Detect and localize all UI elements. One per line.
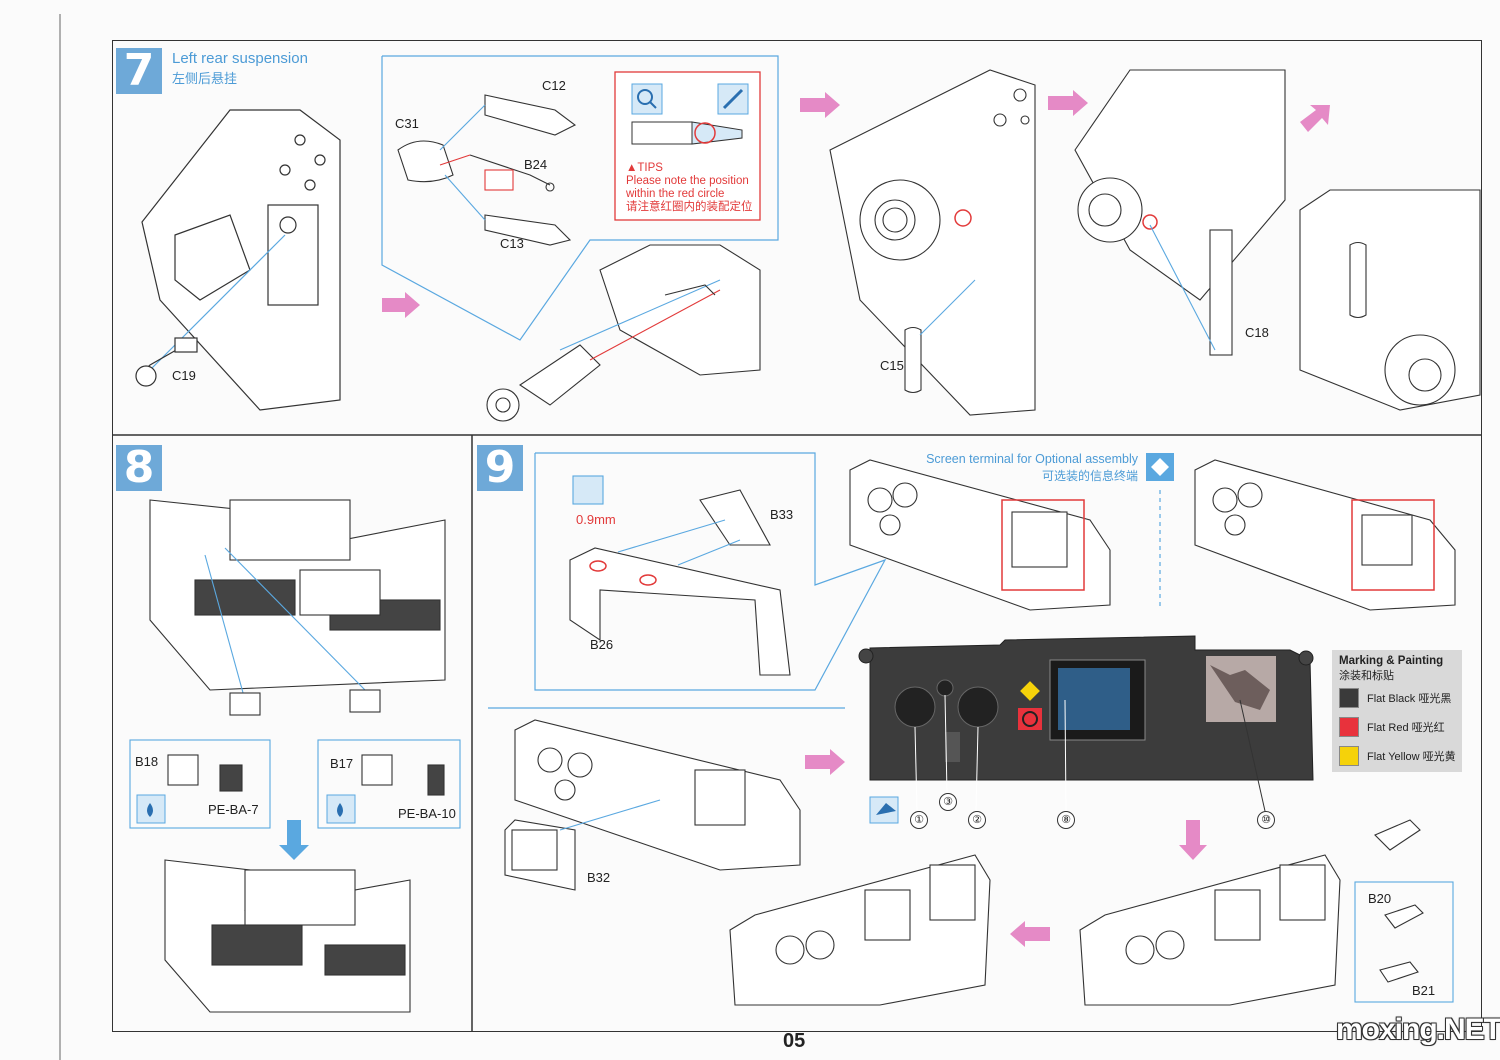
callout-marker: ① xyxy=(910,811,928,829)
part-label: B32 xyxy=(587,870,611,885)
legend-row-black: Flat Black 哑光黑 xyxy=(1339,688,1451,708)
step8-drawings xyxy=(129,499,461,1013)
part-label: B17 xyxy=(330,756,354,771)
optional-title-en: Screen terminal for Optional assembly xyxy=(926,452,1138,466)
part-label: C12 xyxy=(542,78,566,93)
part-label: B24 xyxy=(524,157,548,172)
color-swatch xyxy=(1339,688,1359,708)
legend-label: Flat Yellow 哑光黄 xyxy=(1367,751,1456,763)
glue-icon xyxy=(136,794,356,824)
tips-line: within the red circle xyxy=(626,188,725,200)
marking-legend: Marking & Painting 涂装和标贴 Flat Black 哑光黑 … xyxy=(1332,650,1462,772)
part-label: B21 xyxy=(1412,983,1436,998)
color-swatch xyxy=(1339,717,1359,737)
part-label: C18 xyxy=(1245,325,1269,340)
part-label: C31 xyxy=(395,116,419,131)
part-label: C19 xyxy=(172,368,196,383)
step9-parts xyxy=(504,459,1456,1006)
tips-line: Please note the position xyxy=(626,175,749,187)
legend-title-cn: 涂装和标贴 xyxy=(1339,670,1394,682)
step-9-number: 9 xyxy=(477,445,523,491)
step7-suspension-views xyxy=(829,69,1481,416)
part-label: B18 xyxy=(135,754,159,769)
callout-marker: ⑩ xyxy=(1257,811,1275,829)
part-label: B20 xyxy=(1368,891,1392,906)
painted-dashboard xyxy=(858,635,1314,812)
tips-line: 请注意红圈内的装配定位 xyxy=(626,201,753,213)
step-7-title-cn: 左侧后悬挂 xyxy=(172,71,238,86)
drill-size: 0.9mm xyxy=(576,512,616,527)
optional-icon xyxy=(1146,453,1174,481)
callout-marker: ② xyxy=(968,811,986,829)
page-number: 05 xyxy=(783,1030,806,1052)
part-label: C15 xyxy=(880,358,904,373)
legend-label: Flat Red 哑光红 xyxy=(1367,722,1445,734)
step7-chassis xyxy=(135,109,341,411)
magnifier-icon xyxy=(631,83,663,115)
brush-icon xyxy=(717,83,749,115)
part-label: PE-BA-10 xyxy=(398,806,456,821)
step7-subassembly-box xyxy=(381,55,779,341)
color-swatch xyxy=(1339,746,1359,766)
tips-heading: ▲TIPS xyxy=(626,162,663,174)
callout-marker: ③ xyxy=(939,793,957,811)
tips-detail xyxy=(631,121,743,145)
part-label: B26 xyxy=(590,637,614,652)
step9-callout-box xyxy=(488,452,1161,709)
step-8-number: 8 xyxy=(116,445,162,491)
step-7-title-en: Left rear suspension xyxy=(172,50,308,67)
callout-marker: ⑧ xyxy=(1057,811,1075,829)
decal-icon xyxy=(869,796,899,824)
part-label: C13 xyxy=(500,236,524,251)
page-frame xyxy=(112,40,1482,1032)
legend-row-red: Flat Red 哑光红 xyxy=(1339,717,1445,737)
legend-title-en: Marking & Painting xyxy=(1339,655,1444,667)
legend-row-yellow: Flat Yellow 哑光黄 xyxy=(1339,746,1456,766)
step-7-number: 7 xyxy=(116,48,162,94)
step-arrows xyxy=(382,90,1330,947)
optional-title-cn: 可选装的信息终端 xyxy=(1041,469,1138,483)
legend-label: Flat Black 哑光黑 xyxy=(1367,693,1452,705)
step7-parts xyxy=(397,94,761,422)
part-label: PE-BA-7 xyxy=(208,802,259,817)
part-label: B33 xyxy=(770,507,794,522)
watermark: moxing.NET xyxy=(1336,1013,1500,1046)
